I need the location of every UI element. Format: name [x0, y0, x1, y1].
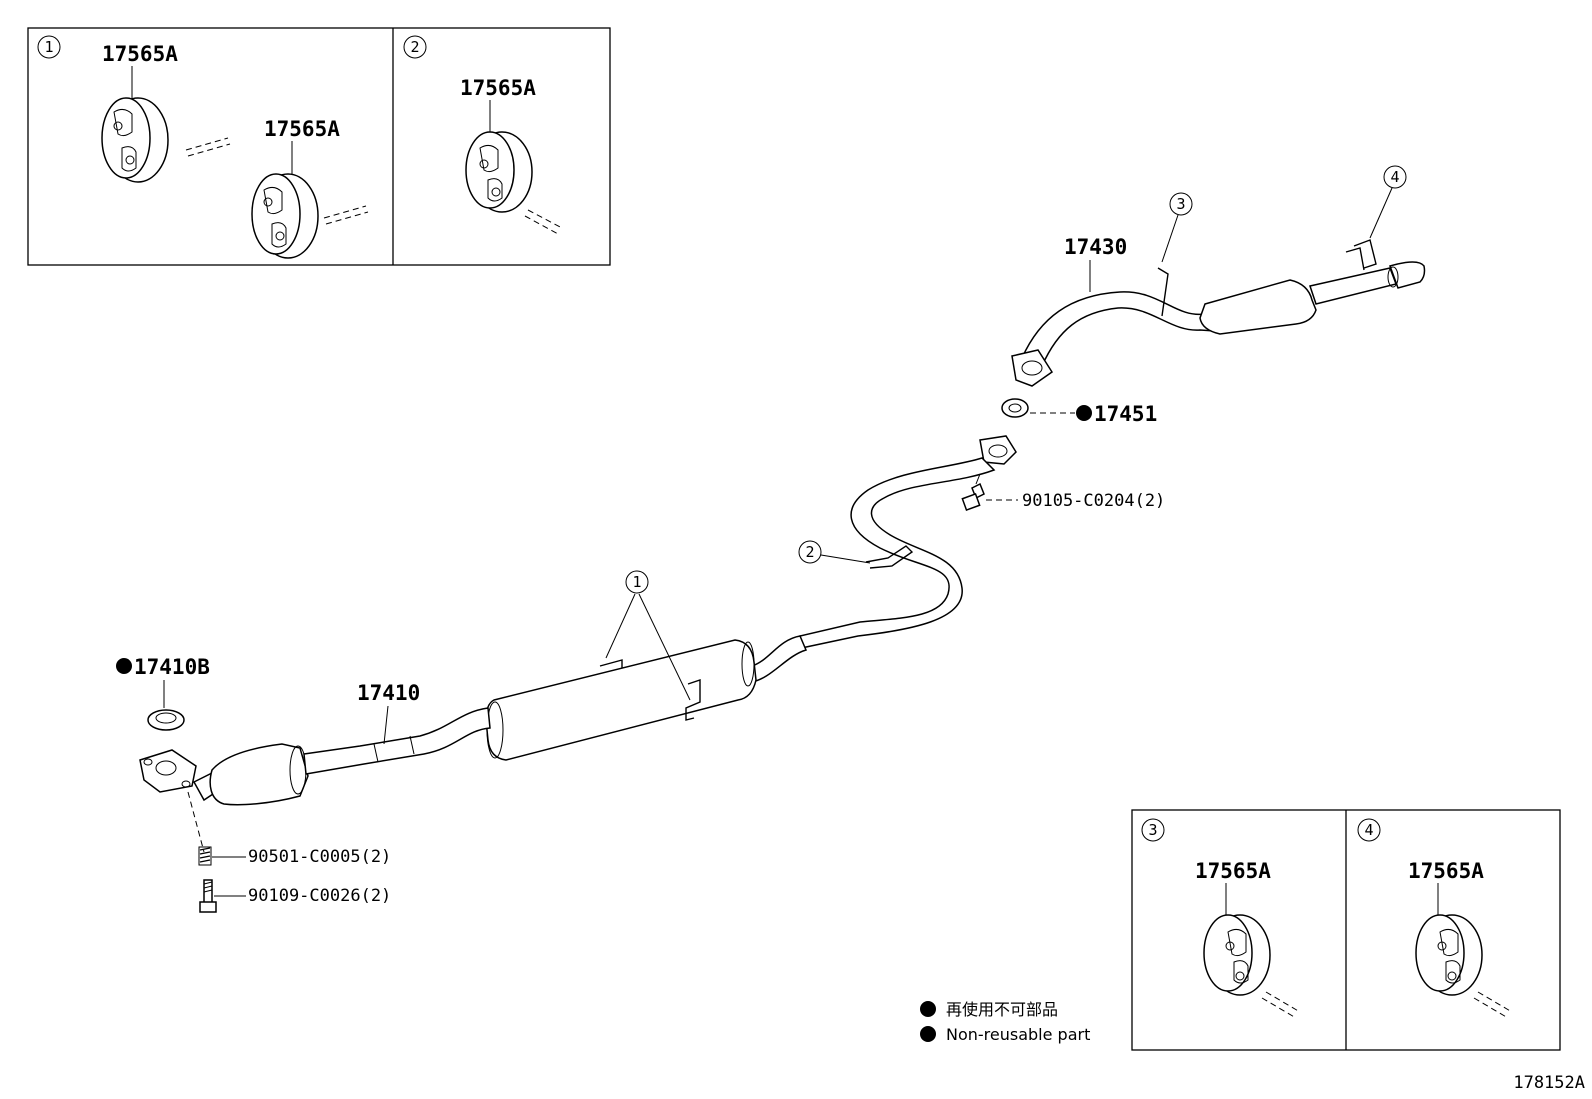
gasket-17451	[1001, 398, 1029, 418]
non-reusable-marker-icon	[920, 1026, 936, 1042]
legend: 再使用不可部品 Non-reusable part	[920, 1000, 1090, 1044]
inset-box-top	[27, 27, 611, 266]
inset-1-part-b: 17565A	[264, 117, 340, 141]
inset-4: 4 17565A	[1357, 818, 1513, 1019]
inset-2: 2 17565A	[403, 35, 563, 235]
inset-2-ref: 2	[410, 38, 419, 56]
rubber-hanger-icon	[101, 97, 169, 183]
center-pipe-assembly	[485, 435, 1017, 761]
rubber-hanger-icon	[1415, 914, 1483, 996]
inset-3-part: 17565A	[1195, 859, 1271, 883]
callout-4	[1383, 165, 1407, 189]
part-90501-label: 90501-C0005(2)	[248, 847, 391, 867]
inset-1-ref: 1	[44, 38, 53, 56]
callout-3-label: 3	[1176, 195, 1185, 213]
callout-4-label: 4	[1390, 168, 1399, 186]
callout-1	[625, 570, 649, 594]
non-reusable-marker-icon	[1076, 405, 1092, 421]
inset-3-ref: 3	[1148, 821, 1157, 839]
inset-2-part: 17565A	[460, 76, 536, 100]
legend-jp: 再使用不可部品	[946, 1000, 1058, 1019]
part-90109-label: 90109-C0026(2)	[248, 886, 391, 906]
callout-2	[798, 540, 822, 564]
part-17410-label: 17410	[357, 681, 420, 705]
bolt-90109-icon	[199, 879, 217, 913]
diagram-id: 178152A	[1513, 1073, 1585, 1093]
callout-3	[1169, 192, 1193, 216]
non-reusable-marker-icon	[116, 658, 132, 674]
inset-3: 3 17565A	[1141, 818, 1301, 1019]
inset-4-part: 17565A	[1408, 859, 1484, 883]
part-17430-label: 17430	[1064, 235, 1127, 259]
part-90105-label: 90105-C0204(2)	[1022, 491, 1165, 511]
tail-pipe-assembly	[1011, 239, 1426, 387]
inset-1: 1 17565A 17565A	[37, 35, 369, 259]
callout-1-label: 1	[632, 573, 641, 591]
rubber-hanger-icon	[1203, 914, 1271, 996]
non-reusable-marker-icon	[920, 1001, 936, 1017]
spring-90501-icon	[198, 846, 212, 866]
rubber-hanger-icon	[251, 173, 319, 259]
legend-en: Non-reusable part	[946, 1025, 1090, 1044]
callout-2-label: 2	[805, 543, 814, 561]
front-pipe-assembly	[139, 707, 491, 806]
part-17410b-label: 17410B	[134, 655, 210, 679]
rubber-hanger-icon	[465, 131, 533, 213]
part-17451-label: 17451	[1094, 402, 1157, 426]
gasket-17410b	[147, 709, 185, 731]
inset-box-bottom	[1131, 809, 1561, 1051]
inset-4-ref: 4	[1364, 821, 1373, 839]
inset-1-part-a: 17565A	[102, 42, 178, 66]
bolt-90105-icon	[961, 473, 985, 511]
